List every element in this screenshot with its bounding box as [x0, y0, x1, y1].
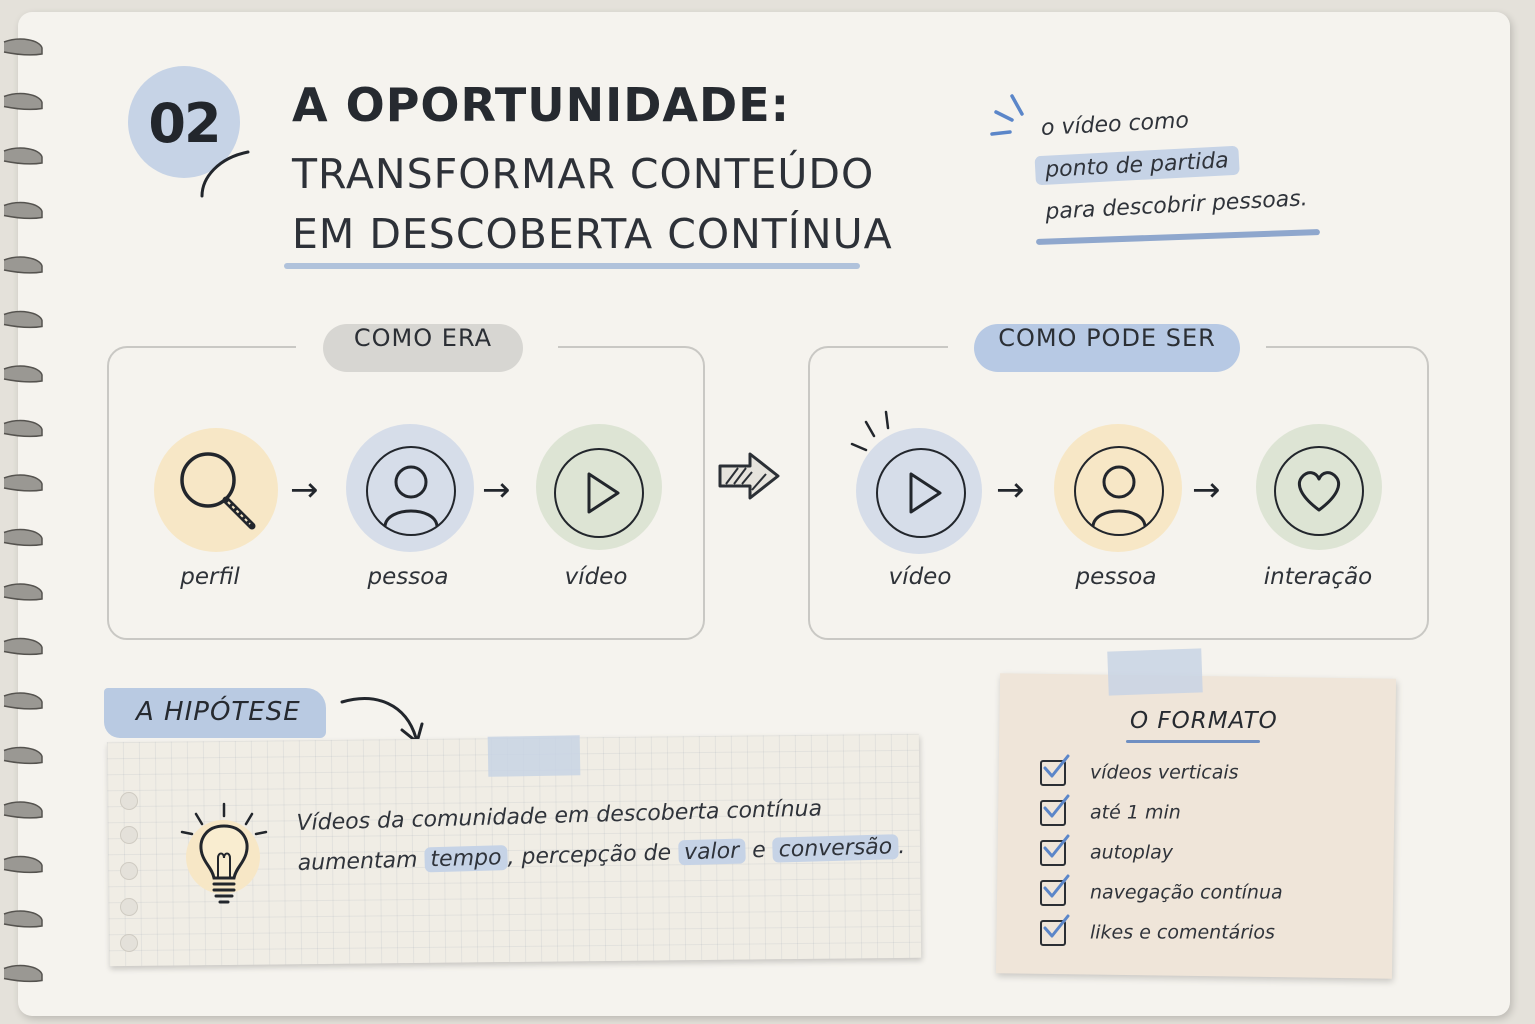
step-label-video: vídeo: [564, 564, 628, 590]
transition-arrow-icon: [718, 452, 780, 500]
format-item: likes e comentários: [1040, 914, 1370, 950]
binding-ring: [3, 92, 43, 111]
binding-ring: [3, 256, 43, 274]
punch-hole: [120, 862, 138, 880]
person-icon: [1074, 446, 1164, 536]
format-item-label: até 1 min: [1090, 801, 1181, 824]
punch-hole: [120, 934, 138, 952]
page-subtitle-line2: EM DESCOBERTA CONTÍNUA: [292, 210, 893, 258]
binding-ring: [3, 528, 43, 547]
format-item-label: vídeos verticais: [1090, 761, 1239, 784]
hypothesis-text-end: .: [897, 834, 906, 860]
binding-ring: [3, 910, 43, 928]
flow-arrow: →: [996, 470, 1025, 510]
badge-swoosh: [200, 150, 250, 198]
binding-ring: [3, 583, 43, 601]
binding-ring: [3, 746, 43, 765]
binding-ring: [3, 637, 43, 656]
format-item-label: navegação contínua: [1090, 881, 1283, 904]
checkbox-checked-icon: [1040, 754, 1070, 786]
search-icon: [180, 452, 256, 530]
punch-hole: [120, 792, 138, 810]
lightbulb-icon: [180, 802, 268, 904]
side-note-highlight: ponto de partida: [1034, 145, 1240, 186]
hypothesis-tag-bg: [104, 688, 326, 738]
side-note: o vídeo como ponto de partida para desco…: [1034, 91, 1376, 234]
hypothesis-text: Vídeos da comunidade em descoberta contí…: [296, 787, 905, 884]
binding-ring: [3, 38, 43, 56]
emphasis-strokes-icon: [990, 94, 1024, 136]
binding-ring: [3, 474, 43, 492]
hypothesis-text-mid1: , percepção de: [507, 840, 672, 871]
tape-strip: [487, 735, 581, 777]
page-subtitle-line1: TRANSFORMAR CONTEÚDO: [292, 150, 875, 198]
binding-ring: [3, 801, 43, 819]
play-icon: [876, 448, 966, 538]
tape-strip: [1107, 648, 1203, 696]
punch-hole: [120, 826, 138, 844]
checkbox-checked-icon: [1040, 914, 1070, 946]
checkbox-checked-icon: [1040, 874, 1070, 906]
format-title: O FORMATO: [1130, 708, 1278, 734]
step-label-video: vídeo: [888, 564, 952, 590]
step-blob: [154, 428, 278, 552]
format-item: navegação contínua: [1040, 874, 1370, 910]
binding-ring: [3, 692, 43, 710]
format-item: até 1 min: [1040, 794, 1370, 830]
before-title: COMO ERA: [323, 324, 523, 372]
punch-hole: [120, 898, 138, 916]
after-title: COMO PODE SER: [974, 324, 1240, 372]
highlight-valor: valor: [677, 838, 746, 866]
flow-arrow: →: [482, 470, 511, 510]
format-item-label: likes e comentários: [1090, 921, 1275, 944]
binding-ring: [3, 365, 43, 383]
step-label-perfil: perfil: [180, 564, 240, 590]
play-icon: [554, 448, 644, 538]
highlight-tempo: tempo: [424, 845, 508, 873]
highlight-conversao: conversão: [772, 834, 899, 863]
format-item-label: autoplay: [1090, 841, 1173, 864]
checkbox-checked-icon: [1040, 834, 1070, 866]
hypothesis-tag: A HIPÓTESE: [136, 697, 301, 727]
number-badge: [128, 66, 240, 178]
flow-arrow: →: [290, 470, 319, 510]
checkbox-checked-icon: [1040, 794, 1070, 826]
binding-ring: [3, 147, 43, 165]
binding-ring: [3, 419, 43, 438]
sparkle-strokes-icon: [850, 410, 890, 452]
heart-icon: [1274, 446, 1364, 536]
spiral-binding: [3, 38, 43, 983]
flow-arrow: →: [1192, 470, 1221, 510]
hypothesis-text-mid2: e: [751, 837, 767, 864]
title-underline: [284, 263, 860, 269]
format-title-underline: [1126, 740, 1260, 743]
binding-ring: [3, 201, 43, 220]
person-icon: [366, 446, 456, 536]
section-number: 02: [148, 92, 221, 155]
binding-ring: [3, 310, 43, 329]
format-item: autoplay: [1040, 834, 1370, 870]
binding-ring: [3, 855, 43, 874]
step-label-pessoa: pessoa: [367, 564, 449, 590]
format-item: vídeos verticais: [1040, 754, 1370, 790]
step-label-interacao: interação: [1263, 564, 1373, 590]
page-title: A OPORTUNIDADE:: [292, 78, 791, 132]
binding-ring: [3, 964, 43, 983]
step-label-pessoa: pessoa: [1075, 564, 1157, 590]
hypothesis-text-start: aumentam: [297, 847, 418, 876]
